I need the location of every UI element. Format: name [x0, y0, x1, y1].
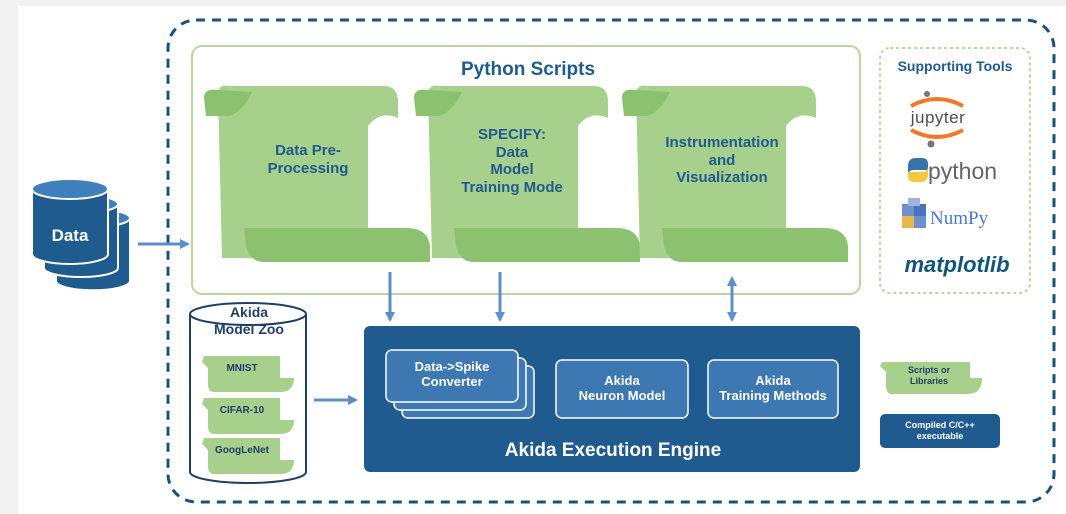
model-googlenet-label: GoogLeNet	[215, 445, 269, 456]
model-zoo-title: Akida Model Zoo	[214, 304, 284, 337]
scroll-shape-2	[414, 85, 640, 262]
training-methods-label: Akida Training Methods	[719, 373, 827, 404]
matplotlib-label: matplotlib	[904, 252, 1010, 277]
model-cifar10-label: CIFAR-10	[219, 405, 265, 416]
legend-compiled-box	[880, 414, 1000, 448]
legend-scroll-icon	[880, 362, 982, 394]
converter-label: Data->Spike Converter	[414, 359, 490, 390]
diagram-canvas: Data Python Scripts Data Pre- Processing…	[18, 6, 1066, 514]
legend-compiled-label: Compiled C/C++ executable	[905, 420, 975, 441]
jupyter-label: jupyter	[910, 108, 966, 127]
execution-engine-title: Akida Execution Engine	[504, 440, 722, 461]
supporting-tools-panel	[879, 47, 1031, 294]
zoo-scroll-3	[202, 438, 294, 474]
supporting-tools-title: Supporting Tools	[897, 58, 1013, 74]
python-scripts-title: Python Scripts	[460, 59, 596, 80]
scroll-shape-1	[204, 85, 430, 262]
model-mnist-label: MNIST	[226, 363, 258, 374]
converter-box	[385, 349, 519, 403]
numpy-logo-icon	[902, 198, 926, 228]
diagram-graphics	[31, 18, 1056, 504]
neuron-model-box	[555, 359, 689, 419]
training-methods-box	[707, 359, 839, 419]
scroll-instrumentation-label: Instrumentation and Visualization	[665, 134, 779, 187]
zoo-scroll-1	[202, 356, 294, 392]
zoo-scroll-2	[202, 398, 294, 434]
jupyter-logo-icon	[910, 91, 964, 148]
legend-scripts-label: Scripts or Libraries	[907, 365, 950, 386]
scroll-specify-label: SPECIFY: Data Model Training Mode	[461, 126, 563, 197]
scroll-shape-3	[622, 85, 848, 262]
scroll-preprocessing-label: Data Pre- Processing	[267, 142, 349, 177]
data-cylinders-icon	[31, 178, 131, 292]
data-store-label: Data	[51, 226, 89, 245]
python-label: python	[928, 158, 998, 184]
numpy-label: NumPy	[930, 208, 989, 229]
neuron-model-label: Akida Neuron Model	[578, 373, 666, 404]
python-logo-icon	[908, 158, 928, 182]
